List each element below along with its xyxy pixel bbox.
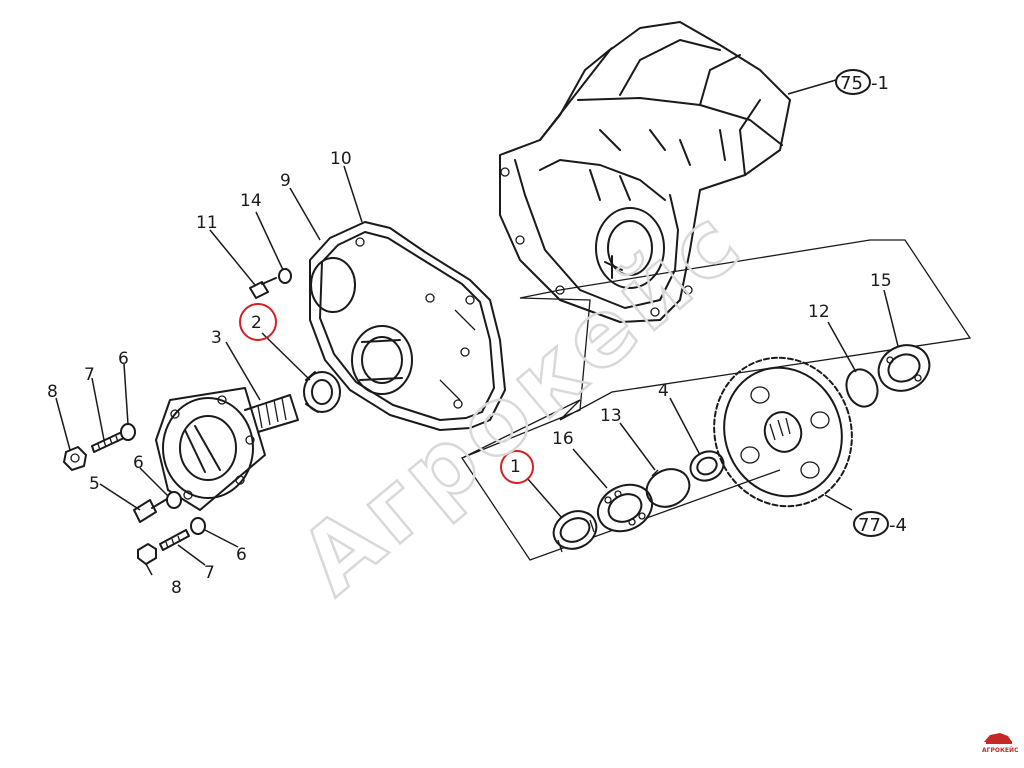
callout-labels: 1 2 3 4 5 6 6 6 7 7 8 8 9 10 11 12 13 14… [47, 149, 892, 598]
callout-6a: 6 [118, 349, 129, 369]
callout-15: 15 [870, 271, 892, 291]
detail-frame [461, 239, 972, 561]
callout-4: 4 [658, 381, 669, 401]
callout-2: 2 [251, 313, 262, 333]
callout-13: 13 [600, 406, 622, 426]
snap-ring-part-12 [845, 368, 879, 408]
reference-77-number: 77 [858, 515, 881, 536]
callout-8b: 8 [171, 578, 182, 598]
callout-8a: 8 [47, 382, 58, 402]
highlight-markers [239, 303, 534, 484]
reference-77-suffix: -4 [889, 515, 907, 536]
callout-7a: 7 [84, 365, 95, 385]
leader-lines [55, 79, 899, 576]
transmission-case [499, 21, 791, 323]
snap-ring-part-13 [645, 468, 691, 508]
callout-6c: 6 [236, 545, 247, 565]
logo-text: АГРОКЕЙС [982, 746, 1019, 754]
highlight-circle-1 [500, 450, 534, 484]
agrokeys-logo: АГРОКЕЙС [982, 733, 1019, 754]
callout-5: 5 [89, 474, 100, 494]
reference-77-4: 77 -4 [853, 511, 907, 537]
callout-10: 10 [330, 149, 352, 169]
reference-75-1: 75 -1 [835, 69, 889, 95]
gear-77-4 [713, 356, 853, 508]
bearing-part-15 [877, 344, 931, 392]
callout-7b: 7 [204, 563, 215, 583]
bearing-part-1 [552, 510, 598, 553]
oil-seal-part-2 [303, 371, 341, 413]
housing-cover [309, 221, 506, 431]
callout-6b: 6 [133, 453, 144, 473]
reference-75-suffix: -1 [871, 73, 889, 94]
callout-16: 16 [552, 429, 574, 449]
watermark-text: Агрокейс [280, 186, 763, 615]
reference-75-number: 75 [840, 73, 863, 94]
callout-11: 11 [196, 213, 218, 233]
bearing-part-16 [596, 483, 654, 533]
highlight-circle-2 [239, 303, 277, 341]
collar-part-4 [689, 450, 725, 482]
callout-3: 3 [211, 328, 222, 348]
callout-12: 12 [808, 302, 830, 322]
flange-shaft-part-3 [155, 387, 299, 511]
fasteners-group [62, 268, 292, 566]
callout-9: 9 [280, 171, 291, 191]
callout-1: 1 [510, 457, 521, 477]
callout-14: 14 [240, 191, 262, 211]
